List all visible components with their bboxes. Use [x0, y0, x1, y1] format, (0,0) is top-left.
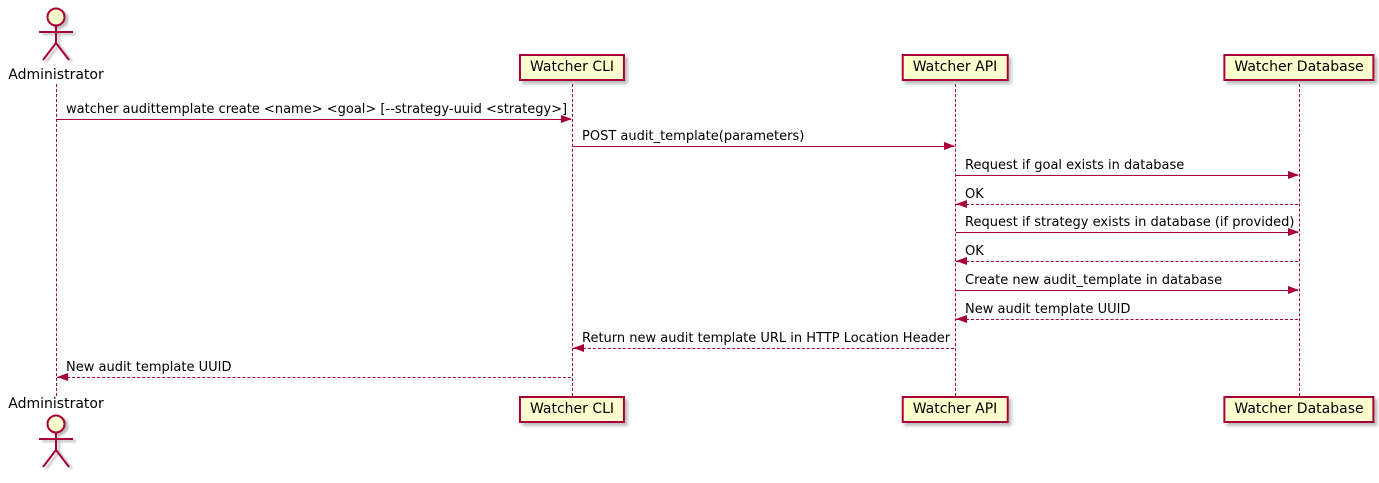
message-9-arrowhead-icon [573, 344, 584, 352]
message-7-arrowhead-icon [1288, 286, 1299, 294]
message-7-label: Create new audit_template in database [965, 273, 1223, 288]
message-1-line [57, 119, 571, 120]
message-9-line [573, 348, 954, 349]
message-1-label: watcher audittemplate create <name> <goa… [66, 102, 568, 117]
participant-box-watcher-cli-top: Watcher CLI [518, 54, 626, 81]
message-2-line [573, 146, 954, 147]
message-6-label: OK [965, 244, 984, 259]
actor-icon-administrator-bottom [30, 413, 82, 475]
message-2-label: POST audit_template(parameters) [582, 129, 805, 144]
message-9-label: Return new audit template URL in HTTP Lo… [582, 331, 951, 346]
message-8-line [956, 319, 1298, 320]
message-4-arrowhead-icon [956, 200, 967, 208]
participant-box-watcher-database-top: Watcher Database [1223, 54, 1375, 81]
lifeline-watcher-database [1299, 84, 1300, 396]
message-6-line [956, 261, 1298, 262]
actor-label-administrator-top: Administrator [8, 67, 104, 83]
message-5-label: Request if strategy exists in database (… [965, 215, 1295, 230]
participant-box-watcher-api-top: Watcher API [901, 54, 1009, 81]
participant-box-watcher-database-bottom: Watcher Database [1223, 396, 1375, 423]
message-4-label: OK [965, 187, 984, 202]
lifeline-watcher-cli [572, 84, 573, 396]
message-7-line [956, 290, 1298, 291]
message-10-arrowhead-icon [57, 373, 68, 381]
message-8-arrowhead-icon [956, 315, 967, 323]
message-5-arrowhead-icon [1288, 228, 1299, 236]
message-2-arrowhead-icon [944, 142, 955, 150]
message-1-arrowhead-icon [561, 115, 572, 123]
participant-box-watcher-api-bottom: Watcher API [901, 396, 1009, 423]
lifeline-administrator [56, 84, 57, 396]
message-3-arrowhead-icon [1288, 171, 1299, 179]
message-4-line [956, 204, 1298, 205]
message-8-label: New audit template UUID [965, 302, 1131, 317]
lifeline-watcher-api [955, 84, 956, 396]
actor-icon-administrator-top [30, 6, 82, 68]
actor-label-administrator-bottom: Administrator [8, 396, 104, 412]
message-10-label: New audit template UUID [66, 360, 232, 375]
message-10-line [57, 377, 571, 378]
message-5-line [956, 232, 1298, 233]
message-3-label: Request if goal exists in database [965, 158, 1185, 173]
message-3-line [956, 175, 1298, 176]
message-6-arrowhead-icon [956, 257, 967, 265]
participant-box-watcher-cli-bottom: Watcher CLI [518, 396, 626, 423]
